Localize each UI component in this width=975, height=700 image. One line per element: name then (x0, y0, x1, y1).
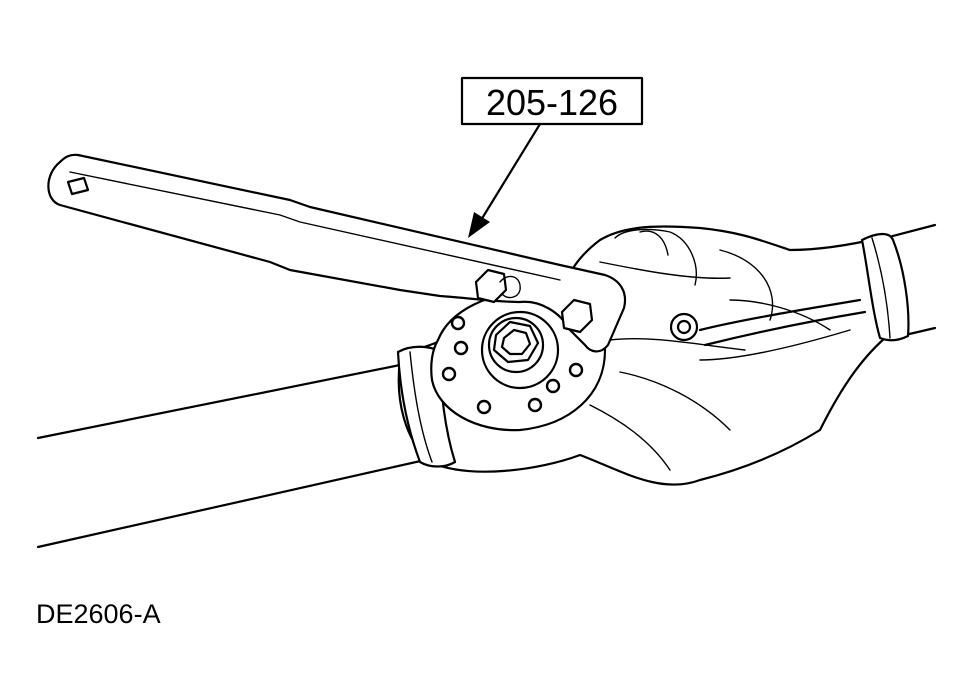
figure-id: DE2606-A (36, 599, 161, 629)
axle-tube-right (883, 223, 937, 337)
axle-end-collar-right (860, 232, 910, 342)
leader-arrowhead (468, 212, 490, 238)
callout-205-126: 205-126 (460, 76, 644, 238)
pinion-flange (430, 290, 607, 432)
callout-box (460, 76, 644, 126)
tool-number-label: 205-126 (486, 82, 618, 123)
leader-line (476, 122, 542, 227)
axle-tube-left (36, 363, 427, 549)
holding-tool-205-126 (47, 153, 627, 353)
